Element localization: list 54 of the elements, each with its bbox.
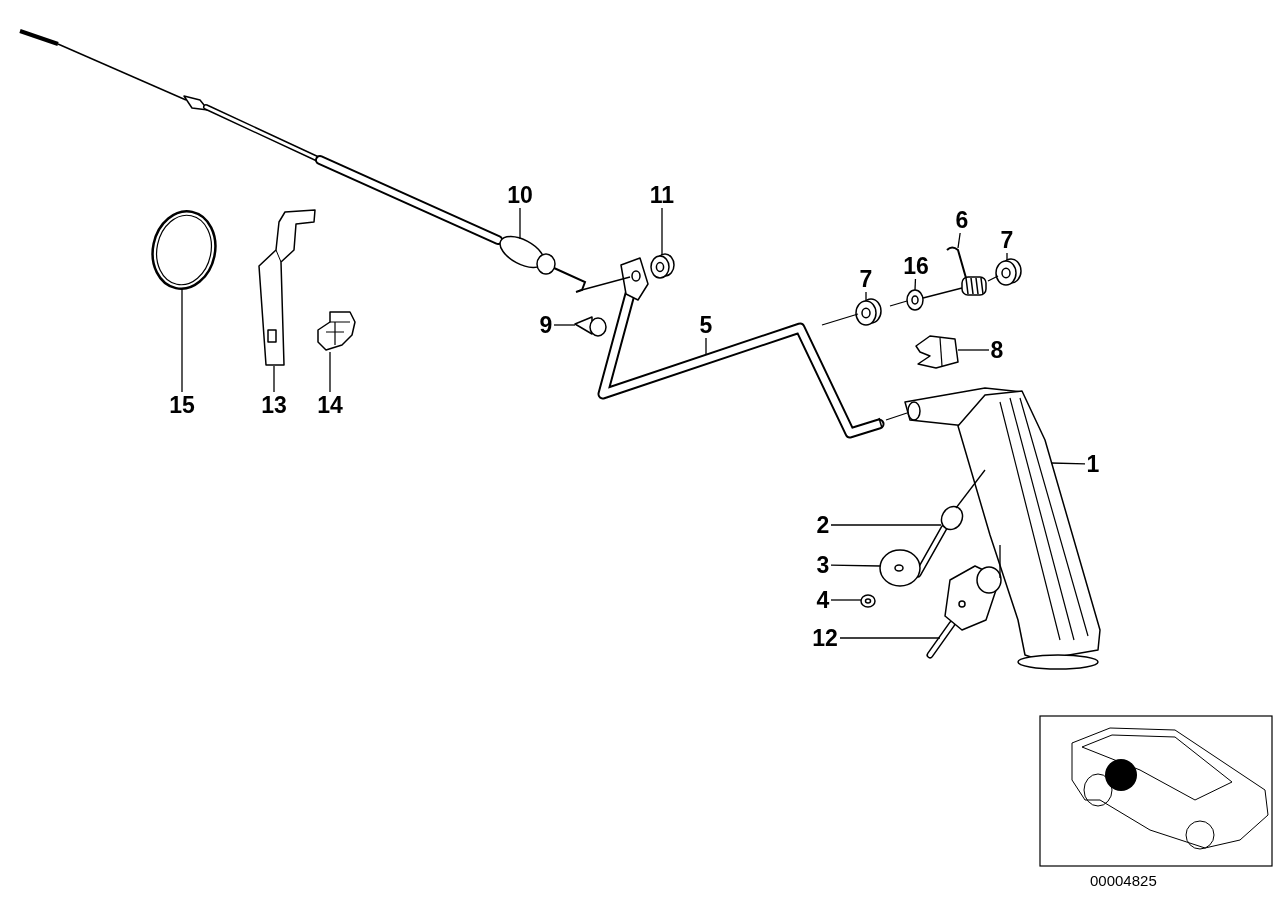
callout-number: 11 <box>647 182 677 208</box>
assembly-line <box>821 313 859 326</box>
callout-number: 4 <box>815 587 831 613</box>
assembly-line <box>955 469 986 509</box>
leader-line <box>865 291 867 301</box>
part-drawing <box>906 289 925 311</box>
assembly-line <box>922 287 963 299</box>
callout-number: 2 <box>815 512 831 538</box>
part-drawing <box>913 333 960 370</box>
part-drawing <box>860 594 876 608</box>
leader-line <box>830 564 881 567</box>
leader-line <box>273 365 275 393</box>
callout-number: 7 <box>999 227 1015 253</box>
callout-number: 12 <box>810 625 840 651</box>
part-drawing <box>255 208 319 368</box>
callout-number: 5 <box>698 312 714 338</box>
part-drawing <box>573 316 608 338</box>
leader-line <box>705 337 707 356</box>
part-drawing <box>879 549 921 587</box>
leader-line <box>329 351 331 393</box>
leader-line <box>1006 252 1008 261</box>
part-drawing <box>926 563 1004 659</box>
part-drawing <box>944 246 990 298</box>
leader-line <box>830 524 942 526</box>
callout-number: 9 <box>538 312 554 338</box>
leader-line <box>181 287 183 393</box>
callout-number: 8 <box>989 337 1005 363</box>
callout-number: 14 <box>315 392 345 418</box>
callout-number: 13 <box>259 392 289 418</box>
leader-line <box>957 232 961 249</box>
leader-line <box>839 637 941 639</box>
assembly-line <box>987 275 999 282</box>
assembly-line <box>577 276 631 292</box>
callout-number: 1 <box>1085 451 1101 477</box>
assembly-line <box>885 412 908 421</box>
leader-line <box>553 324 576 326</box>
callout-number: 10 <box>505 182 535 208</box>
callout-number: 7 <box>858 266 874 292</box>
part-drawing <box>996 259 1022 285</box>
callout-number: 3 <box>815 552 831 578</box>
leader-line <box>957 349 990 351</box>
callout-number: 15 <box>167 392 197 418</box>
part-drawing <box>595 255 887 440</box>
leader-line <box>519 207 521 240</box>
leader-line <box>830 599 862 601</box>
assembly-line <box>999 544 1001 579</box>
leader-line <box>914 278 917 291</box>
diagram-number: 00004825 <box>1090 872 1157 889</box>
callout-number: 16 <box>901 253 931 279</box>
leader-line <box>661 207 663 256</box>
part-drawing <box>650 253 674 279</box>
assembly-line <box>889 300 908 307</box>
leader-line <box>1050 462 1086 465</box>
callout-number: 6 <box>954 207 970 233</box>
